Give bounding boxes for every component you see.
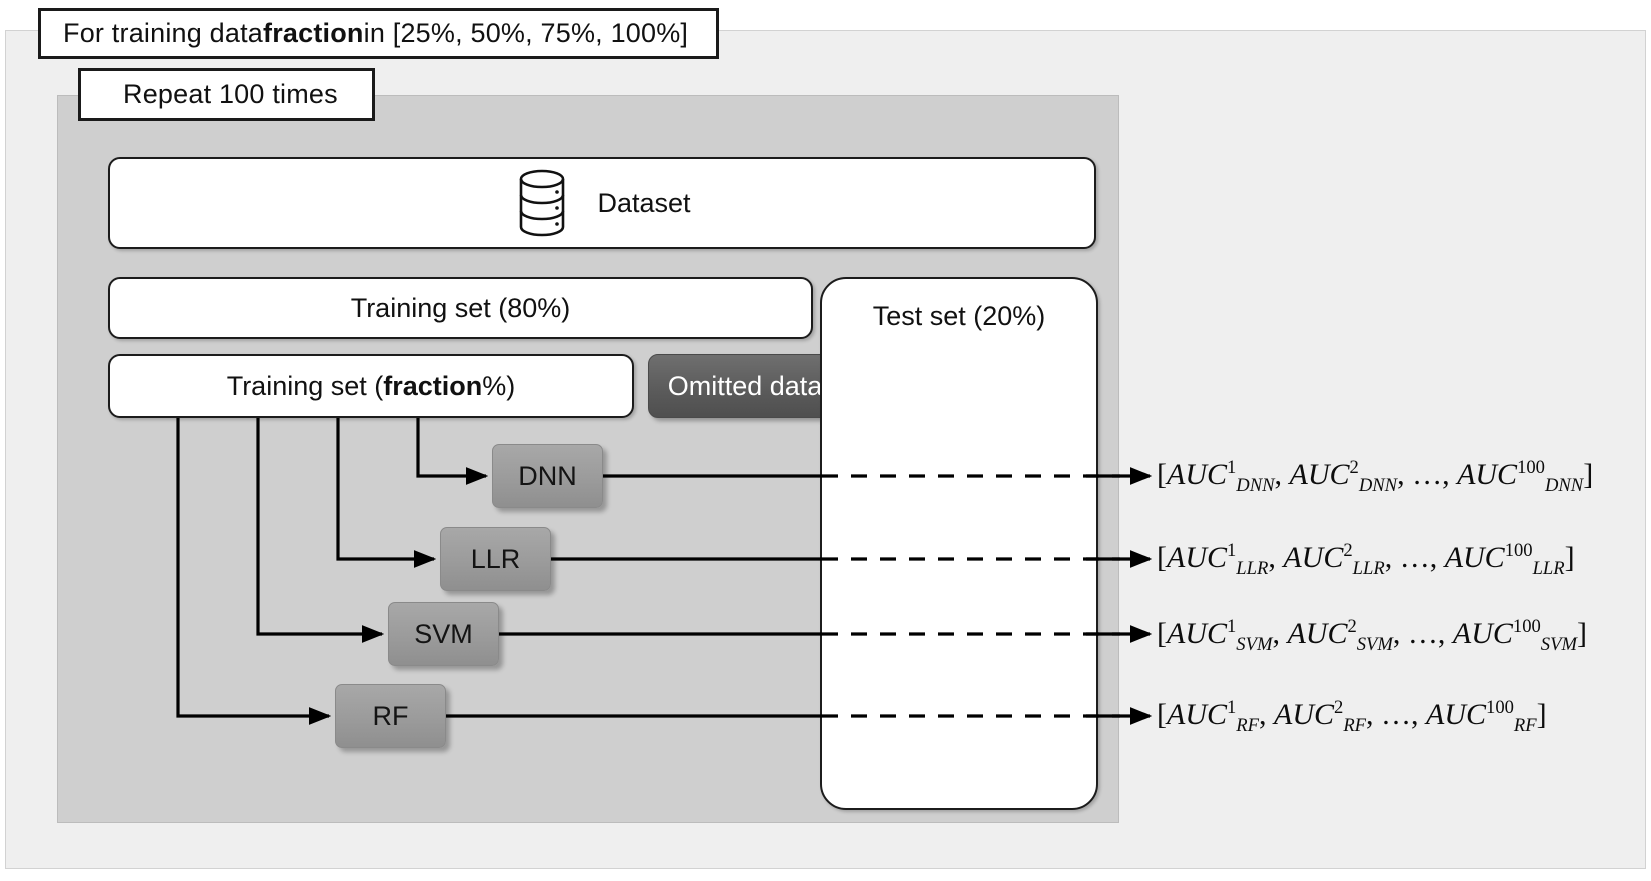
auc-base-llr-3: AUC	[1444, 541, 1505, 574]
auc-sep1-llr: ,	[1268, 541, 1284, 574]
outer-loop-label-pre: For training data	[63, 18, 264, 48]
auc-base-llr-2: AUC	[1283, 541, 1344, 574]
auc-sup2-svm: 2	[1347, 616, 1357, 637]
training-set-fraction-bold: fraction	[383, 370, 483, 401]
omitted-data-label: Omitted data	[667, 370, 823, 401]
auc-sub-dnn-2: DNN	[1358, 475, 1398, 496]
auc-base-svm-1: AUC	[1167, 617, 1227, 650]
auc-sub-dnn-1: DNN	[1236, 475, 1275, 496]
auc-suplast-dnn: 100	[1517, 457, 1545, 478]
auc-list-rf: [AUC1RF, AUC2RF, …, AUC100RF]	[1157, 697, 1547, 737]
test-set-box: Test set (20%)	[820, 277, 1098, 810]
auc-sep2-rf: , …,	[1366, 698, 1427, 731]
auc-sep1-rf: ,	[1259, 698, 1275, 731]
database-cylinder-icon	[520, 169, 565, 237]
model-label-rf: RF	[372, 700, 409, 731]
model-label-dnn: DNN	[518, 460, 577, 491]
auc-close-rf: ]	[1536, 698, 1547, 731]
training-set-fraction-box: Training set (fraction %)	[108, 354, 634, 418]
auc-base-dnn-3: AUC	[1457, 458, 1518, 491]
auc-base-dnn-1: AUC	[1167, 458, 1227, 491]
auc-open-dnn: [	[1157, 458, 1167, 491]
auc-sub-svm-1: SVM	[1236, 634, 1273, 655]
auc-sub-llr-2: LLR	[1352, 558, 1385, 579]
model-box-rf: RF	[335, 684, 446, 748]
auc-list-dnn: [AUC1DNN, AUC2DNN, …, AUC100DNN]	[1157, 457, 1593, 497]
auc-sub-svm-3: SVM	[1540, 634, 1577, 655]
auc-suplast-rf: 100	[1486, 697, 1514, 718]
auc-sub-rf-3: RF	[1513, 715, 1537, 736]
auc-sup1-dnn: 1	[1227, 457, 1237, 478]
auc-sep2-dnn: , …,	[1397, 458, 1458, 491]
model-box-llr: LLR	[440, 527, 551, 591]
auc-base-rf-3: AUC	[1426, 698, 1487, 731]
auc-suplast-llr: 100	[1504, 540, 1533, 561]
auc-sup2-rf: 2	[1334, 697, 1344, 718]
auc-sub-dnn-3: DNN	[1544, 475, 1584, 496]
model-label-llr: LLR	[470, 543, 521, 574]
auc-base-rf-1: AUC	[1167, 698, 1227, 731]
dataset-box: Dataset	[108, 157, 1096, 249]
auc-base-dnn-2: AUC	[1289, 458, 1350, 491]
training-set-80-label: Training set (80%)	[350, 292, 571, 323]
auc-sup1-svm: 1	[1227, 616, 1237, 637]
model-box-svm: SVM	[388, 602, 499, 666]
training-set-80-box: Training set (80%)	[108, 277, 813, 339]
training-set-fraction-pre: Training set (	[226, 370, 384, 401]
auc-sup1-rf: 1	[1227, 697, 1237, 718]
auc-list-svm: [AUC1SVM, AUC2SVM, …, AUC100SVM]	[1157, 616, 1587, 656]
auc-sub-svm-2: SVM	[1356, 634, 1393, 655]
auc-sub-llr-3: LLR	[1532, 558, 1565, 579]
auc-open-llr: [	[1157, 541, 1167, 574]
model-label-svm: SVM	[414, 618, 473, 649]
auc-sep2-svm: , …,	[1392, 617, 1453, 650]
inner-loop-label: Repeat 100 times	[78, 68, 375, 121]
auc-sup1-llr: 1	[1227, 540, 1237, 561]
auc-close-svm: ]	[1576, 617, 1587, 650]
inner-loop-label-text: Repeat 100 times	[123, 79, 338, 109]
auc-sup2-llr: 2	[1343, 540, 1353, 561]
auc-sep2-llr: , …,	[1384, 541, 1445, 574]
auc-base-llr-1: AUC	[1167, 541, 1227, 574]
dataset-label: Dataset	[597, 187, 691, 218]
auc-sub-rf-1: RF	[1236, 715, 1260, 736]
training-set-fraction-post: %)	[482, 370, 516, 401]
auc-sub-rf-2: RF	[1343, 715, 1367, 736]
outer-loop-label-post: in [25%, 50%, 75%, 100%]	[363, 18, 689, 48]
auc-sep1-svm: ,	[1272, 617, 1288, 650]
auc-open-rf: [	[1157, 698, 1167, 731]
auc-suplast-svm: 100	[1512, 616, 1541, 637]
test-set-label: Test set (20%)	[872, 301, 1046, 331]
auc-open-svm: [	[1157, 617, 1167, 650]
outer-loop-label: For training data fraction in [25%, 50%,…	[38, 8, 719, 59]
auc-base-rf-2: AUC	[1274, 698, 1335, 731]
omitted-data-box: Omitted data	[648, 354, 842, 418]
auc-base-svm-2: AUC	[1287, 617, 1348, 650]
auc-sub-llr-1: LLR	[1236, 558, 1269, 579]
auc-close-dnn: ]	[1583, 458, 1594, 491]
outer-loop-label-bold: fraction	[263, 18, 364, 48]
auc-sup2-dnn: 2	[1349, 457, 1359, 478]
auc-sep1-dnn: ,	[1274, 458, 1290, 491]
model-box-dnn: DNN	[492, 444, 603, 508]
auc-close-llr: ]	[1564, 541, 1575, 574]
auc-list-llr: [AUC1LLR, AUC2LLR, …, AUC100LLR]	[1157, 540, 1575, 580]
auc-base-svm-3: AUC	[1452, 617, 1513, 650]
